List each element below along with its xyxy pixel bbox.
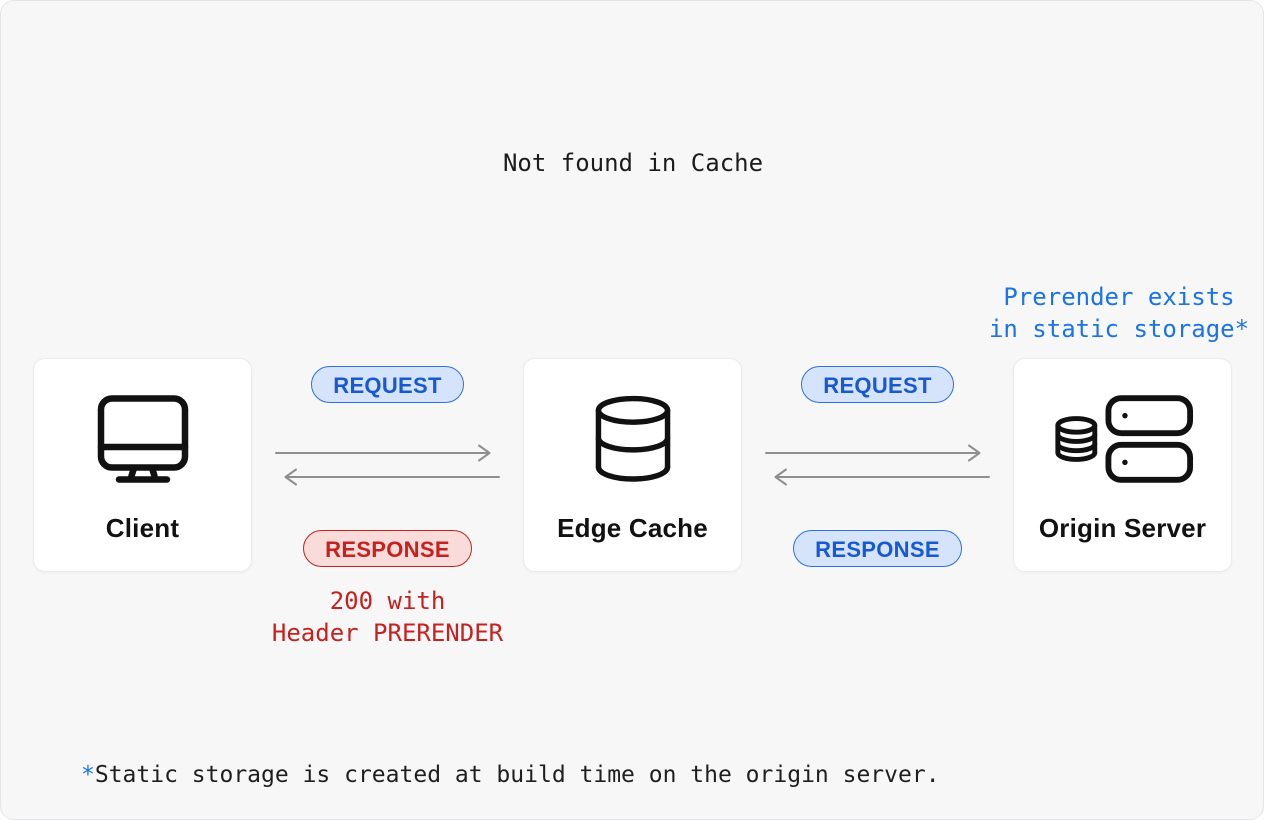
flow1-double-arrow-icon [275,444,500,486]
origin-server-node-label: Origin Server [1038,513,1207,543]
flow2-response-slot: RESPONSE [742,530,1013,567]
database-and-server-stack-icon [1054,395,1193,483]
origin-server-node: Origin Server [1013,358,1232,572]
client-node: Client [33,358,252,572]
flow1-response-badge: RESPONSE [303,530,472,567]
monitor-icon [97,395,188,483]
flow2-request-slot: REQUEST [742,366,1013,403]
dashed-connector-line [630,192,634,354]
prerender-exists-note: Prerender exists in static storage* [988,281,1250,345]
origin-server-icon-wrap [1052,389,1194,489]
flow2-response-badge: RESPONSE [793,530,962,567]
flow1-request-badge: REQUEST [311,366,464,403]
cache-miss-label: Not found in Cache [502,149,764,177]
flow1-response-note-line1: 200 with [329,587,446,615]
prerender-exists-note-line1: Prerender exists [1003,283,1235,311]
database-cylinder-icon [595,395,670,482]
prerender-exists-note-line2: in static storage* [988,315,1250,343]
flow1-request-slot: REQUEST [252,366,523,403]
edge-cache-node-label: Edge Cache [557,513,708,543]
client-icon-wrap [97,389,189,489]
edge-cache-node: Edge Cache [523,358,742,572]
flow1-response-note: 200 with Header PRERENDER [252,585,523,649]
edge-cache-icon-wrap [593,389,673,489]
footnote: *Static storage is created at build time… [81,762,940,788]
footnote-text: Static storage is created at build time … [94,762,940,788]
flow2-double-arrow-icon [765,444,990,486]
client-node-label: Client [105,513,180,543]
flow1-response-note-line2: Header PRERENDER [271,619,504,647]
footnote-asterisk: * [81,762,95,788]
flow2-request-badge: REQUEST [801,366,954,403]
flow1-response-slot: RESPONSE [252,530,523,567]
